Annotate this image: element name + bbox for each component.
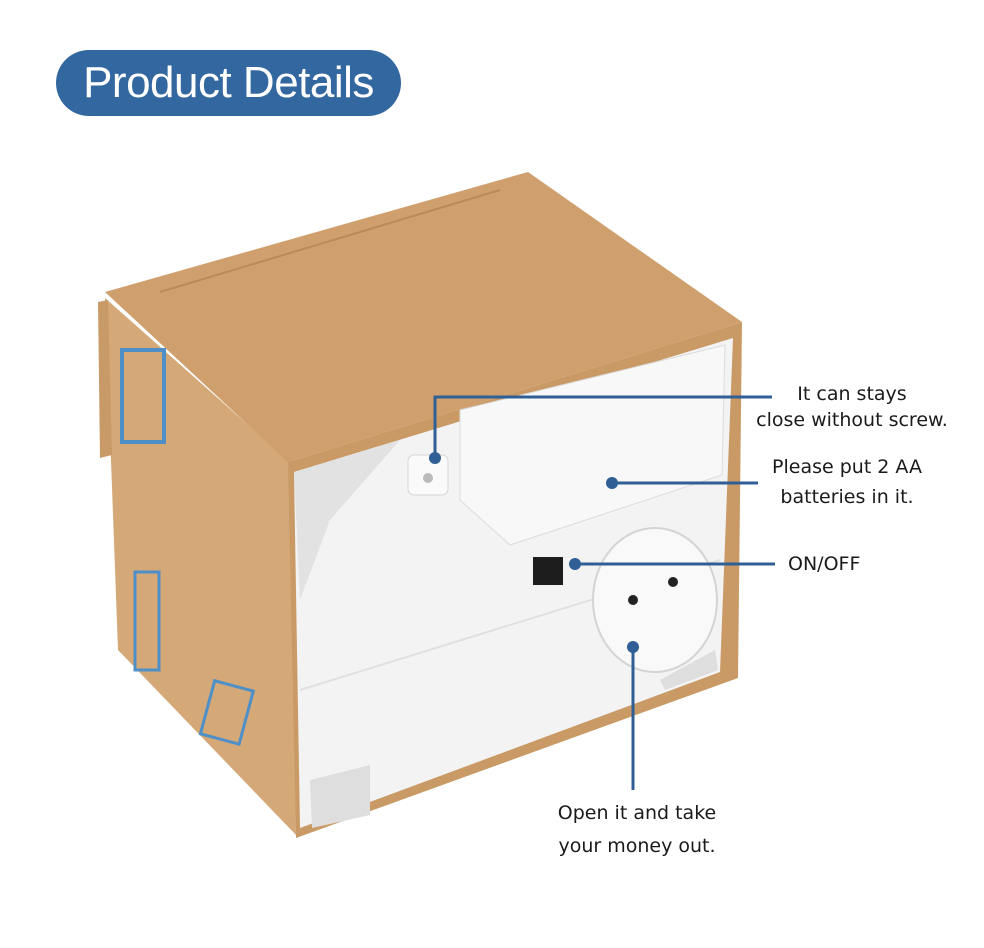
latch-callout-dot bbox=[429, 452, 441, 464]
box-top bbox=[105, 172, 742, 462]
coin-door-callout-dot bbox=[627, 641, 639, 653]
product-details-banner: Product Details bbox=[56, 50, 401, 116]
battery-callout-dot bbox=[606, 477, 618, 489]
coin-door bbox=[592, 527, 718, 673]
coin-door-callout-text: Open it and take your money out. bbox=[557, 802, 717, 857]
switch bbox=[533, 557, 563, 585]
roof-overhang bbox=[98, 300, 112, 458]
latch-callout-line bbox=[433, 395, 772, 458]
switch-callout-text: ON/OFF bbox=[788, 553, 861, 575]
battery-callout-text: Please put 2 AA batteries in it. bbox=[772, 456, 922, 508]
latch-callout-text: It can stays close without screw. bbox=[756, 383, 948, 431]
box-left-side bbox=[105, 298, 296, 835]
switch-callout-dot bbox=[569, 558, 581, 570]
